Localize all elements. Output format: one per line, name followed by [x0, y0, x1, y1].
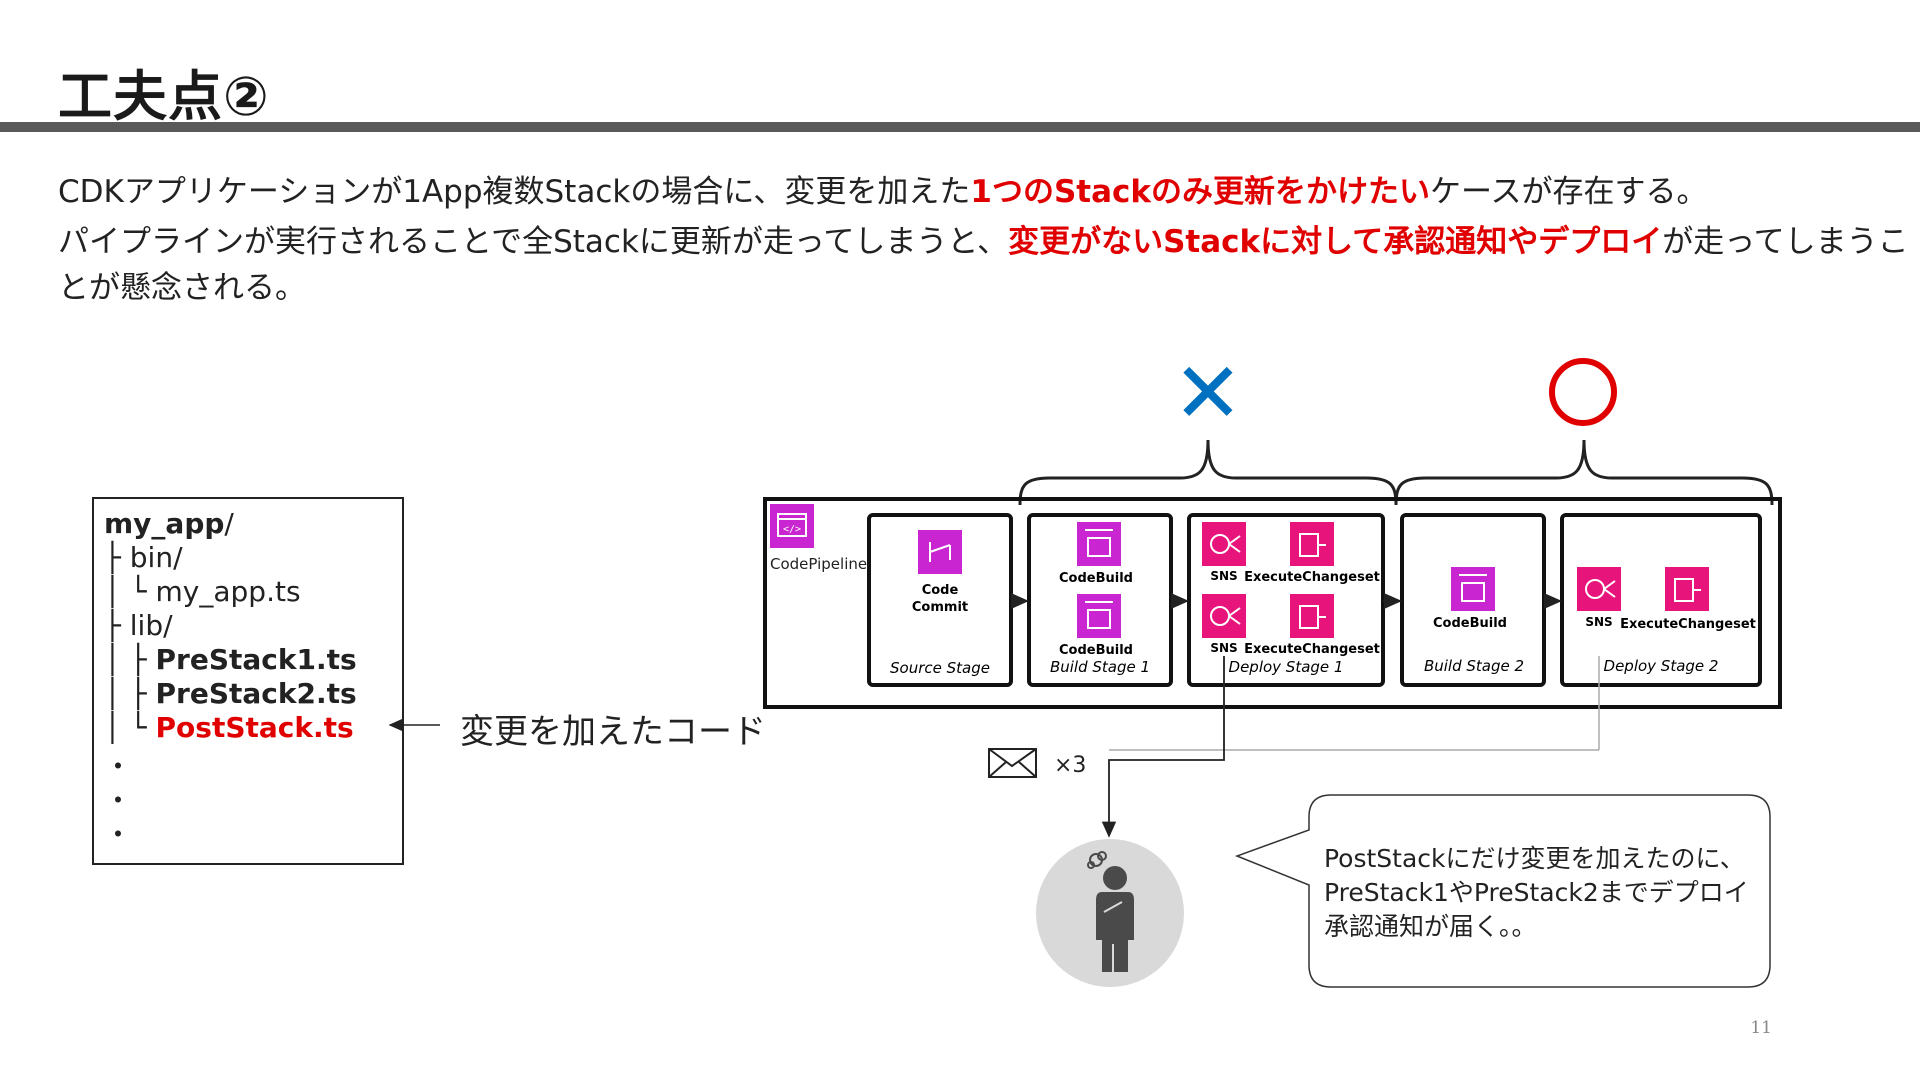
- page-title: 工夫点②: [58, 65, 270, 128]
- execute-changeset-icon: [1665, 567, 1709, 611]
- paragraph-2-line-2: とが懸念される。: [58, 270, 306, 306]
- tree-line-my-app-ts: │ └ my_app.ts: [104, 575, 301, 608]
- changed-code-label: 変更を加えたコード: [460, 712, 766, 752]
- paragraph-1-text-end: ケースが存在する。: [1430, 174, 1708, 210]
- title-divider: [0, 122, 1920, 132]
- changeset-label-2: ExecuteChangeset: [1244, 642, 1380, 657]
- bubble-line-3: 承認通知が届く。。: [1324, 912, 1537, 941]
- tree-line-prestack1: │ ├ PreStack1.ts: [104, 643, 357, 676]
- changeset-label-3: ExecuteChangeset: [1620, 617, 1756, 632]
- paragraph-1-text: CDKアプリケーションが1App複数Stackの場合に、変更を加えた: [58, 174, 971, 210]
- execute-changeset-icon: [1290, 522, 1334, 566]
- codebuild-icon: [1077, 522, 1121, 566]
- codebuild-icon: [1451, 567, 1495, 611]
- bubble-line-1: PostStackにだけ変更を加えたのに、: [1324, 844, 1745, 873]
- deploy-stage-1-label: Deploy Stage 1: [1229, 658, 1344, 676]
- page-number: 11: [1750, 1018, 1772, 1038]
- paragraph-2: パイプラインが実行されることで全Stackに更新が走ってしまうと、変更がないSt…: [58, 216, 1909, 261]
- sns-icon: [1577, 567, 1621, 611]
- envelope-icon: [988, 748, 1037, 778]
- paragraph-1-highlight: 1つのStackのみ更新をかけたい: [970, 174, 1431, 210]
- codepipeline-box: [763, 497, 1782, 709]
- build-stage-2-label: Build Stage 2: [1424, 657, 1524, 675]
- brace-stack-2: [1394, 439, 1774, 506]
- paragraph-2-highlight: 変更がないStackに対して承認通知やデプロイ: [1008, 224, 1663, 260]
- codepipeline-label: CodePipeline: [770, 555, 867, 573]
- bubble-text: PostStackにだけ変更を加えたのに、 PreStack1やPreStack…: [1324, 842, 1749, 944]
- build-stage-1-label: Build Stage 1: [1050, 658, 1150, 676]
- codebuild-icon: [1077, 594, 1121, 638]
- circle-mark: [1549, 358, 1617, 426]
- sns-icon: [1202, 594, 1246, 638]
- cross-mark: ✕: [1173, 344, 1243, 442]
- tree-ellipsis-3: ・: [104, 818, 133, 851]
- file-tree: my_app/ ├ bin/ │ └ my_app.ts ├ lib/ │ ├ …: [92, 497, 404, 865]
- tree-line-poststack: │ └ PostStack.ts: [104, 711, 354, 744]
- tree-line-root: my_app/: [104, 507, 234, 540]
- notify-arrow: [1101, 656, 1225, 838]
- execute-changeset-icon: [1290, 594, 1334, 638]
- mail-count: ×3: [1054, 753, 1086, 778]
- brace-stack-1: [1018, 439, 1398, 506]
- source-stage-label: Source Stage: [890, 659, 990, 677]
- speech-bubble: [1234, 794, 1771, 988]
- svg-text:</>: </>: [783, 524, 801, 535]
- changeset-label-1: ExecuteChangeset: [1244, 570, 1380, 585]
- paragraph-2-text: パイプラインが実行されることで全Stackに更新が走ってしまうと、: [58, 224, 1009, 260]
- tree-line-bin: ├ bin/: [104, 541, 183, 574]
- sns-icon: [1202, 522, 1246, 566]
- deploy-stage-2-label: Deploy Stage 2: [1604, 657, 1719, 675]
- codecommit-icon: [918, 530, 962, 574]
- codebuild-label-1: CodeBuild: [1059, 571, 1133, 586]
- tree-ellipsis-2: ・: [104, 784, 133, 817]
- deploy-stage-2-box: [1560, 513, 1762, 687]
- tree-line-lib: ├ lib/: [104, 609, 173, 642]
- codebuild-label-2: CodeBuild: [1059, 643, 1133, 658]
- codebuild-label-3: CodeBuild: [1433, 616, 1507, 631]
- paragraph-2-text-end: が走ってしまうこ: [1662, 224, 1909, 260]
- worried-person-icon: [1036, 839, 1184, 987]
- tree-ellipsis-1: ・: [104, 750, 133, 783]
- codecommit-label-2: Commit: [912, 600, 968, 615]
- sns-label-1: SNS: [1210, 569, 1237, 583]
- sns-label-2: SNS: [1210, 641, 1237, 655]
- sns-label-3: SNS: [1585, 615, 1612, 629]
- paragraph-1: CDKアプリケーションが1App複数Stackの場合に、変更を加えた1つのSta…: [58, 166, 1708, 211]
- tree-line-prestack2: │ ├ PreStack2.ts: [104, 677, 357, 710]
- bubble-line-2: PreStack1やPreStack2までデプロイ: [1324, 878, 1749, 907]
- codecommit-label-1: Code: [922, 583, 959, 598]
